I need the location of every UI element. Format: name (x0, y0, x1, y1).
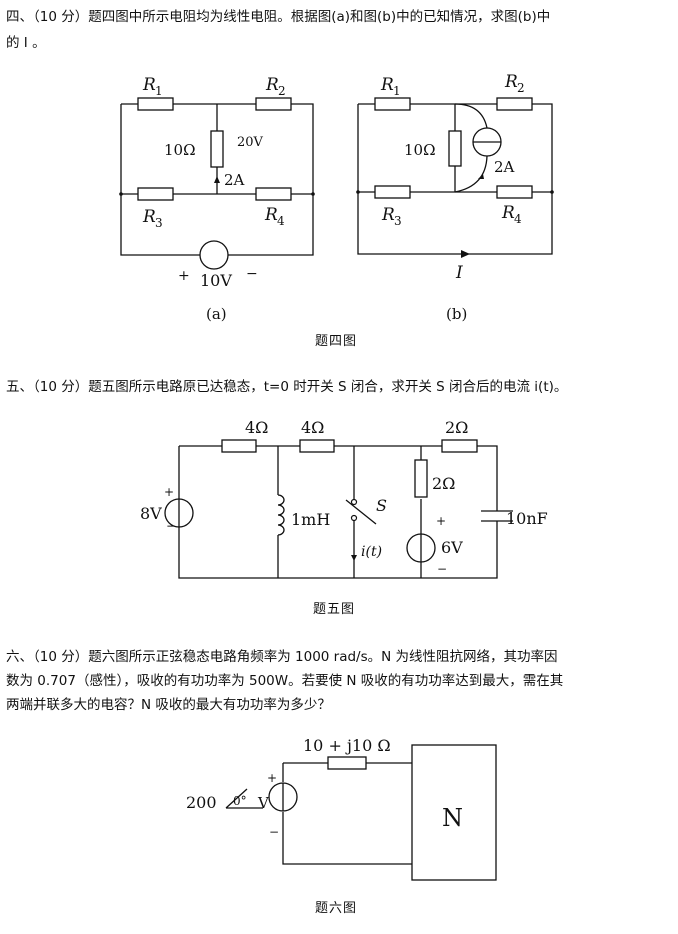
label-10ohm-4b: 10Ω (404, 141, 436, 159)
resistor-10ohm-4b (448, 130, 462, 167)
switch-S (345, 499, 377, 525)
label-impedance: 10 + j10 Ω (303, 736, 391, 755)
wire-outer-4b (357, 103, 553, 255)
label-i-t: i(t) (361, 544, 382, 560)
figure5-caption: 题五图 (313, 602, 356, 617)
resistor-R3-4b (374, 185, 411, 199)
label-R1-sub-4a: 1 (155, 84, 163, 98)
label-10nF: 10nF (506, 509, 548, 528)
label-S: S (376, 496, 387, 515)
wire-outer-4a (120, 103, 314, 256)
voltage-source-10V (199, 240, 229, 270)
inductor-1mH (277, 494, 285, 536)
label-2A-4a: 2A (224, 171, 245, 189)
switch-contact-top (350, 498, 358, 506)
label-10V: 10V (200, 271, 232, 290)
label-minus-6: − (269, 825, 279, 839)
resistor-R4-4a (255, 187, 292, 201)
problem4-statement-line1: 四、（10 分）题四图中所示电阻均为线性电阻。根据图(a)和图(b)中的已知情况… (6, 9, 551, 25)
figure-5: 4Ω 4Ω 2Ω 2Ω 8V + − 1mH S i(t) + 6V − 10n… (140, 418, 548, 579)
label-R1-4a: R (142, 75, 156, 95)
figure-6: 10 + j10 Ω 200 0° V + − N (186, 736, 497, 881)
switch-contact-bottom (350, 514, 358, 522)
current-I-arrow-icon (461, 250, 470, 258)
resistor-R1-4a (137, 97, 174, 111)
label-R3-4b: R (381, 205, 395, 225)
current-arrow-icon (214, 176, 220, 183)
label-R3-sub-4b: 3 (394, 214, 402, 228)
wire-current-source-4b (454, 103, 488, 193)
problem6-statement-line3: 两端并联多大的电容？N 吸收的最大有功功率为多少？ (6, 697, 331, 713)
label-R4-4b: R (501, 203, 515, 223)
label-source-angle: 0° (233, 794, 247, 808)
label-4ohm-2: 4Ω (301, 418, 324, 437)
label-R4-sub-4b: 4 (514, 212, 522, 226)
label-R2-sub-4b: 2 (517, 81, 525, 95)
problem6-statement-line1: 六、（10 分）题六图所示正弦稳态电路角频率为 1000 rad/s。N 为线性… (6, 649, 558, 665)
resistor-10ohm-4a (210, 130, 224, 168)
label-R2-sub-4a: 2 (278, 84, 286, 98)
wire-6 (282, 762, 412, 865)
current-arrow-icon (351, 555, 357, 561)
impedance-10-j10 (327, 756, 367, 770)
resistor-R2-4a (255, 97, 292, 111)
figure-4b: R 1 R 2 R 3 R 4 10Ω 2A I (b) (356, 72, 554, 323)
label-2ohm-top: 2Ω (445, 418, 468, 437)
resistor-4ohm-2 (299, 439, 335, 453)
label-4ohm-1: 4Ω (245, 418, 268, 437)
label-N: N (442, 804, 463, 832)
label-plus-6V: + (436, 514, 446, 528)
label-1mH: 1mH (291, 510, 330, 529)
label-minus-6V: − (437, 562, 447, 576)
label-I: I (455, 263, 463, 283)
label-R1-sub-4b: 1 (393, 84, 401, 98)
label-R3-4a: R (142, 207, 156, 227)
label-source-unit: V (257, 794, 270, 812)
resistor-R4-4b (496, 185, 533, 199)
label-source-magnitude: 200 (186, 793, 217, 812)
resistor-R3-4a (137, 187, 174, 201)
wire-outer-5 (178, 445, 498, 579)
label-R3-sub-4a: 3 (155, 216, 163, 230)
resistor-R1-4b (374, 97, 411, 111)
label-fig-b: (b) (446, 305, 467, 323)
label-minus-8V: − (166, 519, 176, 533)
label-10ohm-4a: 10Ω (164, 141, 196, 159)
problem6-statement-line2: 数为 0.707（感性），吸收的有功功率为 500W。若要使 N 吸收的有功功率… (6, 673, 564, 689)
network-N-box (411, 744, 497, 881)
resistor-2ohm-top (441, 439, 478, 453)
label-R2-4a: R (265, 75, 279, 95)
label-plus-8V: + (164, 485, 174, 499)
figure6-caption: 题六图 (315, 901, 358, 916)
label-8V: 8V (140, 504, 162, 523)
problem4-statement-line2: 的 I 。 (6, 35, 46, 51)
phasor-angle-icon (225, 788, 263, 809)
label-2ohm-vertical: 2Ω (432, 474, 455, 493)
figure-4a: R 1 R 2 R 3 R 4 10Ω 20V 2A + 10V − (a) (119, 75, 315, 323)
label-20V: 20V (237, 135, 264, 150)
resistor-4ohm-1 (221, 439, 257, 453)
label-fig-a: (a) (206, 305, 227, 323)
current-arrow-icon (478, 174, 484, 179)
problem5-statement: 五、（10 分）题五图所示电路原已达稳态，t=0 时开关 S 闭合，求开关 S … (6, 379, 568, 395)
label-R2-4b: R (504, 72, 518, 92)
label-2A-4b: 2A (494, 158, 515, 176)
label-R4-sub-4a: 4 (277, 214, 285, 228)
resistor-2ohm-vertical (414, 459, 428, 498)
figure4-caption: 题四图 (315, 334, 358, 349)
resistor-R2-4b (496, 97, 533, 111)
label-plus-4a: + (178, 268, 190, 284)
label-minus-4a: − (246, 266, 258, 282)
label-R4-4a: R (264, 205, 278, 225)
label-plus-6: + (267, 771, 277, 785)
label-R1-4b: R (380, 75, 394, 95)
label-6V: 6V (441, 538, 463, 557)
